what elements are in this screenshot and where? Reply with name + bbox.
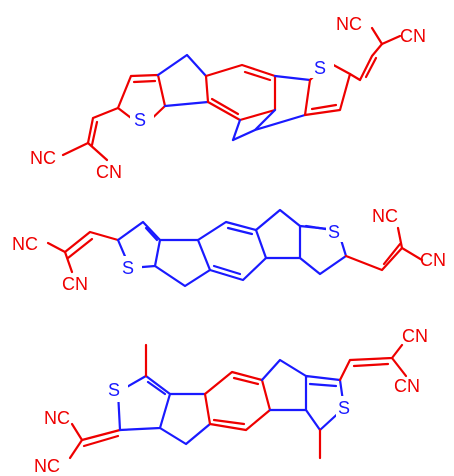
cn-label: CN (400, 26, 426, 46)
nc-label: NC (44, 408, 70, 428)
cn-label: CN (394, 376, 420, 396)
nc-label: NC (336, 14, 362, 34)
sulfur-label: S (122, 258, 134, 278)
sulfur-label: S (108, 380, 120, 400)
nc-label: NC (372, 206, 398, 226)
sulfur-label: S (134, 110, 146, 130)
nc-label: NC (30, 148, 56, 168)
molecule-1: NC CN S S NC CN (30, 14, 426, 182)
nc-label: NC (12, 234, 38, 254)
cn-label: CN (402, 326, 428, 346)
sulfur-label: S (314, 58, 326, 78)
cn-label: CN (420, 250, 446, 270)
molecule-3: NC NC S S CN CN (34, 326, 428, 476)
cn-label: CN (62, 274, 88, 294)
molecule-2: NC CN S S NC CN (12, 206, 446, 294)
cn-label: CN (96, 162, 122, 182)
nc-label: NC (34, 456, 60, 476)
sulfur-label: S (328, 222, 340, 242)
sulfur-label: S (338, 398, 350, 418)
